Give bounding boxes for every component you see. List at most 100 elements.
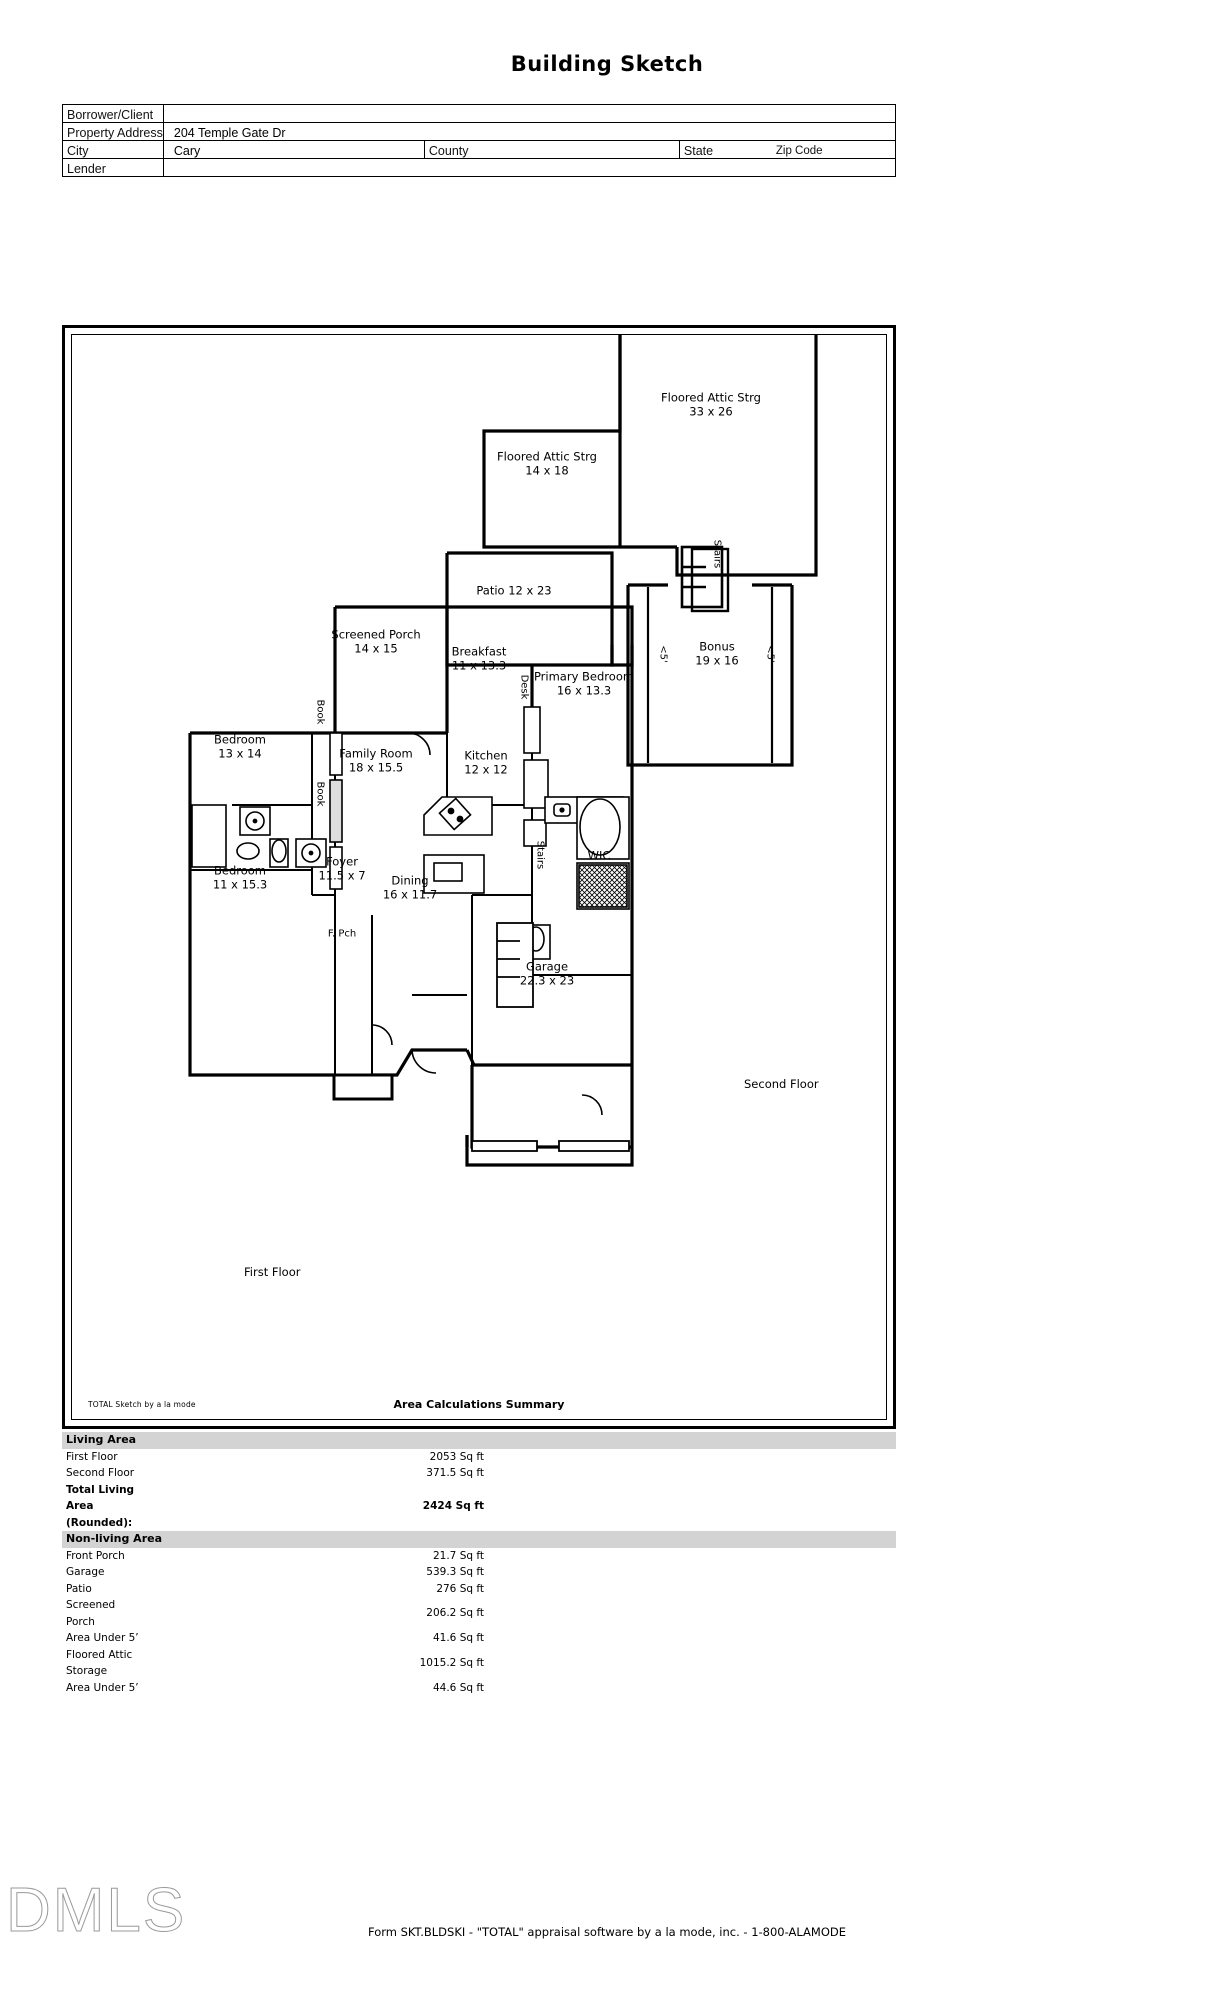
state-zip-cell: Zip Code: [737, 140, 896, 159]
area-item-label: Front Porch: [66, 1549, 125, 1562]
form-footer-text: Form SKT.BLDSKI - "TOTAL" appraisal soft…: [367, 1925, 847, 1939]
property-address-value[interactable]: 204 Temple Gate Dr: [162, 122, 897, 141]
sketch-credit: TOTAL Sketch by a la mode: [88, 1400, 196, 1409]
area-item-value: 276 Sq ft: [436, 1582, 484, 1595]
page-title: Building Sketch: [510, 52, 704, 76]
area-summary-row: Screened Porch 206.2 Sq ft: [62, 1597, 896, 1630]
area-summary-row: Area Under 5’41.6 Sq ft: [62, 1630, 896, 1647]
sketch-annotation: <5': [764, 645, 776, 663]
table-row-borrower: Borrower/Client: [62, 104, 897, 123]
county-value[interactable]: [488, 140, 680, 159]
sketch-annotation: <5': [657, 645, 669, 663]
room-name: WIC: [587, 848, 611, 863]
borrower-label: Borrower/Client: [62, 104, 164, 123]
room-dimensions: 22.3 x 23: [519, 973, 575, 987]
room-dimensions: 11 x 15.3: [212, 877, 268, 891]
room-name: Primary Bedroom: [533, 669, 635, 684]
sketch-annotation: Book: [314, 781, 326, 807]
dmls-watermark: DMLS: [5, 1876, 187, 1945]
area-item-label: Floored Attic Storage: [66, 1648, 133, 1678]
room-dimensions: 11 x 13.3: [451, 658, 507, 672]
borrower-value[interactable]: [162, 104, 897, 123]
room-name: Floored Attic Strg: [497, 449, 597, 464]
area-section-heading-row: Living Area: [62, 1432, 896, 1449]
room-dimensions: 18 x 15.5: [348, 760, 404, 774]
county-label: County: [424, 140, 489, 159]
room-dimensions: 14 x 18: [525, 463, 569, 477]
area-summary-row: Area Under 5’44.6 Sq ft: [62, 1680, 896, 1697]
area-summary-row: Front Porch 21.7 Sq ft: [62, 1548, 896, 1565]
room-name: Foyer: [326, 854, 358, 869]
area-summary-row: Patio 276 Sq ft: [62, 1581, 896, 1598]
area-item-label: Garage: [66, 1566, 105, 1578]
floor-plan-drawing: [188, 335, 818, 1167]
sketch-annotation: F. Pch: [327, 928, 357, 940]
area-summary-row: Total Living Area (Rounded): 2424 Sq ft: [62, 1482, 896, 1532]
area-item-label: Patio: [66, 1582, 92, 1595]
second-floor-label: Second Floor: [744, 1077, 819, 1091]
room-dimensions: 14 x 15: [354, 641, 398, 655]
room-dimensions: 19 x 16: [695, 653, 739, 667]
room-label: Patio 12 x 23: [476, 583, 552, 598]
area-calculations-heading: Area Calculations Summary: [393, 1398, 565, 1411]
room-name: Breakfast: [451, 644, 507, 659]
city-label: City: [62, 140, 164, 159]
room-dimensions: 12 x 12: [464, 762, 508, 776]
area-section-heading: Living Area: [62, 1432, 896, 1449]
room-name: Floored Attic Strg: [661, 390, 761, 405]
area-item-value: 21.7 Sq ft: [432, 1549, 484, 1562]
property-header-table: Borrower/Client Property Address 204 Tem…: [62, 104, 897, 177]
room-dimensions: 16 x 13.3: [556, 683, 612, 697]
area-item-label: First Floor: [66, 1450, 118, 1463]
table-row-city-county-state-zip: City Cary County State Zip Code: [62, 140, 896, 159]
state-label: State: [678, 140, 738, 159]
room-name: Bedroom: [213, 863, 267, 878]
table-row-lender: Lender: [62, 158, 897, 177]
area-item-value: 1015.2 Sq ft: [419, 1656, 484, 1669]
room-name: Bedroom: [213, 732, 267, 747]
area-section-heading-row: Non-living Area: [62, 1531, 896, 1548]
zip-label: Zip Code: [775, 145, 823, 157]
room-name: Bonus: [699, 639, 735, 654]
lender-value[interactable]: [162, 158, 897, 177]
area-item-value: 371.5 Sq ft: [426, 1467, 484, 1479]
city-value[interactable]: Cary: [162, 140, 425, 159]
area-item-value: 2424 Sq ft: [422, 1500, 484, 1512]
area-item-value: 206.2 Sq ft: [426, 1607, 484, 1620]
area-item-value: 539.3 Sq ft: [426, 1566, 484, 1578]
room-name: Screened Porch: [331, 627, 421, 642]
table-row-address: Property Address 204 Temple Gate Dr: [62, 122, 897, 141]
room-dimensions: 13 x 14: [218, 746, 262, 760]
room-name: Family Room: [339, 746, 413, 761]
property-address-label: Property Address: [62, 122, 164, 141]
room-name: Garage: [525, 959, 569, 974]
area-item-value: 44.6 Sq ft: [432, 1681, 484, 1694]
sketch-annotation: Stairs: [534, 840, 546, 870]
area-item-label: Total Living Area (Rounded):: [66, 1483, 135, 1529]
zip-value[interactable]: [823, 142, 833, 157]
area-summary-row: Second Floor 371.5 Sq ft: [62, 1465, 896, 1482]
area-summary-row: Floored Attic Storage 1015.2 Sq ft: [62, 1647, 896, 1680]
area-item-label: Second Floor: [66, 1467, 135, 1479]
sketch-annotation: Book: [314, 699, 326, 725]
area-item-label: Screened Porch: [66, 1599, 116, 1628]
room-dimensions: 33 x 26: [689, 404, 733, 418]
area-summary-row: Garage 539.3 Sq ft: [62, 1564, 896, 1581]
area-item-value: 41.6 Sq ft: [432, 1632, 484, 1644]
room-dimensions: 16 x 11.7: [382, 887, 438, 901]
room-dimensions: 11.5 x 7: [318, 868, 366, 882]
